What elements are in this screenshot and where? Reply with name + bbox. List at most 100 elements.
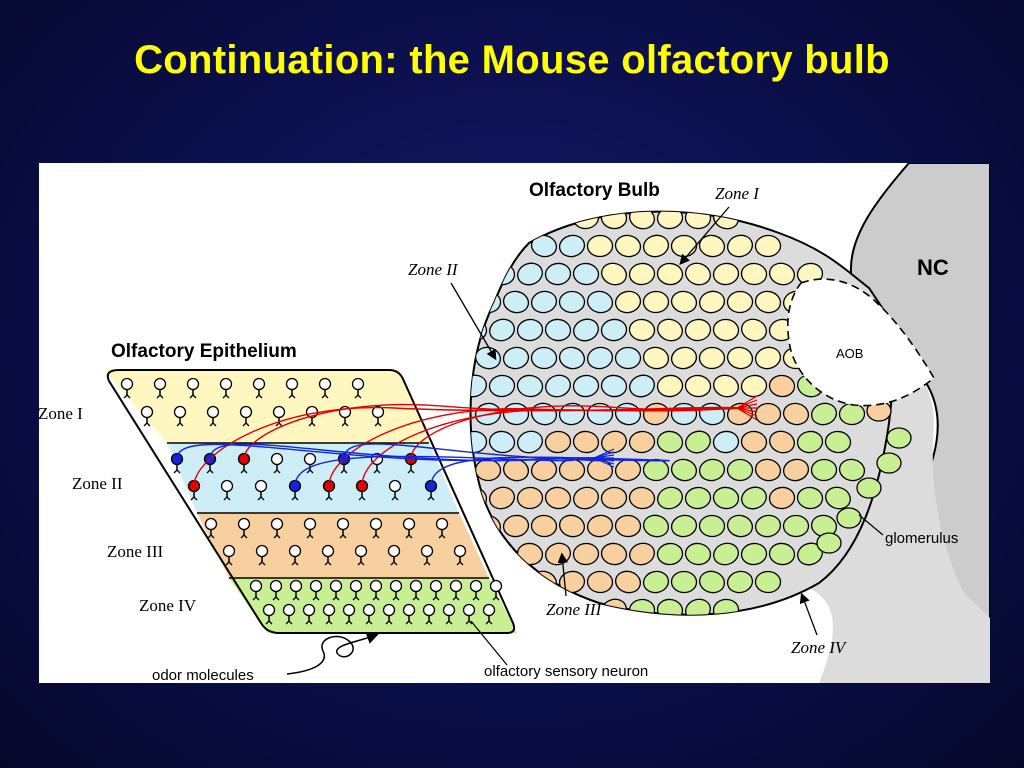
glomerulus: [698, 290, 726, 314]
odor-molecules-label: odor molecules: [152, 667, 254, 683]
glomerulus: [628, 262, 656, 286]
red-axon-terminal: [736, 403, 758, 409]
red-axon: [361, 407, 745, 487]
glomerulus: [517, 262, 543, 286]
glomerulus: [558, 346, 586, 370]
glomerulus: [642, 346, 670, 370]
glomerulus: [586, 570, 614, 594]
glomerulus: [530, 290, 558, 314]
olfactory-sensory-neuron-label: olfactory sensory neuron: [484, 663, 648, 680]
sensory-neuron: [262, 603, 276, 625]
glomerulus: [614, 346, 642, 370]
epithelium-zone-iii: [197, 513, 489, 578]
glomerulus: [698, 346, 726, 370]
glomerulus: [600, 374, 628, 398]
glomerulus: [754, 290, 782, 314]
glomerulus: [642, 514, 670, 538]
sensory-neuron: [362, 603, 376, 625]
sensory-neuron: [389, 579, 403, 601]
glomerulus: [614, 290, 642, 314]
sensory-neuron: [435, 517, 449, 539]
sensory-neuron: [409, 579, 423, 601]
sensory-neuron: [270, 452, 284, 474]
sensory-neuron: [272, 405, 286, 427]
glomerulus: [670, 514, 698, 538]
sensory-neuron: [270, 517, 284, 539]
glomerulus: [684, 318, 712, 342]
glomerulus: [572, 542, 600, 566]
glomerulus: [685, 430, 711, 454]
glomerulus: [782, 514, 810, 538]
glomerulus: [489, 318, 515, 342]
red-axon: [243, 403, 745, 460]
glomerulus: [502, 290, 530, 314]
epithelium-zone-ii-label: Zone II: [72, 474, 123, 493]
glomerulus: [685, 598, 711, 615]
glomerulus: [712, 598, 740, 615]
glomerulus: [712, 430, 740, 454]
glomerulus: [558, 290, 586, 314]
glomerulus: [558, 402, 586, 426]
glomerulus: [573, 318, 599, 342]
sensory-neuron: [420, 544, 434, 566]
glomerulus: [600, 486, 628, 510]
sensory-neuron: [442, 603, 456, 625]
glomerulus: [796, 430, 824, 454]
glomerulus: [544, 318, 572, 342]
olfactory-bulb-label: Olfactory Bulb: [529, 180, 660, 201]
sensory-neuron: [289, 579, 303, 601]
glomerulus: [670, 570, 698, 594]
glomerulus: [741, 318, 767, 342]
glomerulus: [754, 514, 782, 538]
sensory-neuron: [482, 603, 496, 625]
sensory-neuron: [173, 405, 187, 427]
glomerulus: [754, 458, 782, 482]
sensory-neuron: [382, 603, 396, 625]
glomerulus: [740, 262, 768, 286]
glomerulus: [796, 486, 824, 510]
glomerulus: [726, 234, 754, 258]
glomerulus: [726, 458, 754, 482]
sensory-neuron: [429, 579, 443, 601]
glomerulus: [586, 234, 614, 258]
bulb-zone-iii-label: Zone III: [546, 600, 603, 619]
glomerulus: [516, 486, 544, 510]
glomerulus: [558, 514, 586, 538]
glomerulus: [488, 430, 516, 454]
glomerulus: [712, 486, 740, 510]
sensory-neuron: [402, 517, 416, 539]
glomerulus: [629, 542, 655, 566]
glomerulus: [572, 430, 600, 454]
glomerulus: [586, 346, 614, 370]
sensory-neuron: [255, 544, 269, 566]
glomerulus: [642, 570, 670, 594]
glomerulus: [517, 430, 543, 454]
glomerulus: [754, 346, 782, 370]
sensory-neuron: [449, 579, 463, 601]
aob-label: AOB: [836, 346, 863, 361]
glomerulus: [586, 514, 614, 538]
glomerulus: [544, 262, 572, 286]
glomerulus: [628, 318, 656, 342]
sensory-neuron: [453, 544, 467, 566]
sensory-neuron: [204, 517, 218, 539]
olfactory-diagram: NC AOB Olfactory Bulb Olfactory Epitheli…: [39, 163, 990, 683]
glomerulus: [530, 346, 558, 370]
blue-sensory-neuron: [288, 479, 302, 501]
glomerulus: [684, 542, 712, 566]
olfactory-epithelium-label: Olfactory Epithelium: [111, 341, 297, 362]
glomerulus: [642, 458, 670, 482]
sensory-neuron: [336, 517, 350, 539]
sensory-neuron: [462, 603, 476, 625]
red-axon: [193, 406, 745, 487]
glomerulus: [886, 427, 912, 449]
sensory-neuron: [252, 377, 266, 399]
glomerulus: [656, 211, 684, 230]
glomerulus: [754, 402, 782, 426]
glomerulus: [712, 262, 740, 286]
sensory-neurons: [120, 377, 503, 625]
red-axon-terminal: [736, 407, 758, 421]
glomerulus: [670, 234, 698, 258]
sensory-neuron: [422, 603, 436, 625]
glomerulus: [740, 430, 768, 454]
